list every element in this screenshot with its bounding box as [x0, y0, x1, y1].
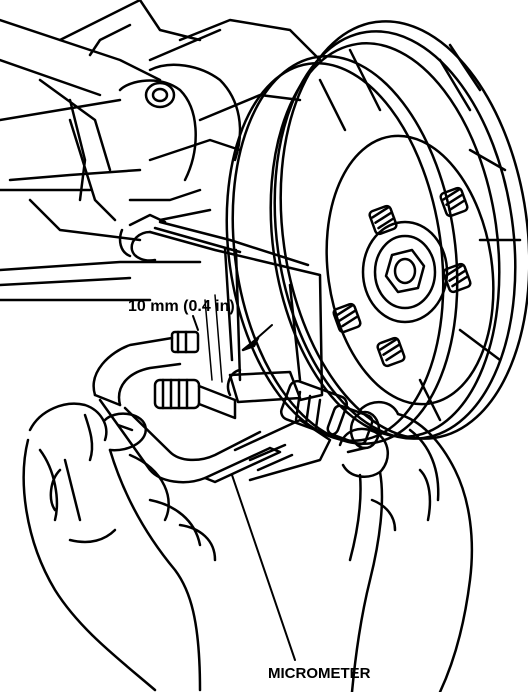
wheel-stud-icon [443, 263, 472, 293]
wheel-stud-icon [369, 205, 398, 235]
left-hand [24, 404, 215, 690]
wheel-stud-icon [333, 303, 362, 333]
right-hand [340, 402, 472, 692]
suspension-arms [0, 0, 200, 300]
wheel-stud-icon [440, 187, 469, 217]
micrometer-label: MICROMETER [268, 665, 371, 682]
wheel-stud-icon [377, 337, 406, 367]
caliper-bracket [120, 215, 322, 400]
micrometer-leader-line [232, 475, 295, 660]
brake-disc [204, 5, 528, 458]
wheel-hub [363, 222, 447, 322]
micrometer [94, 295, 379, 482]
wheel-studs [333, 187, 472, 367]
measurement-label: 10 mm (0.4 in) [128, 298, 235, 315]
